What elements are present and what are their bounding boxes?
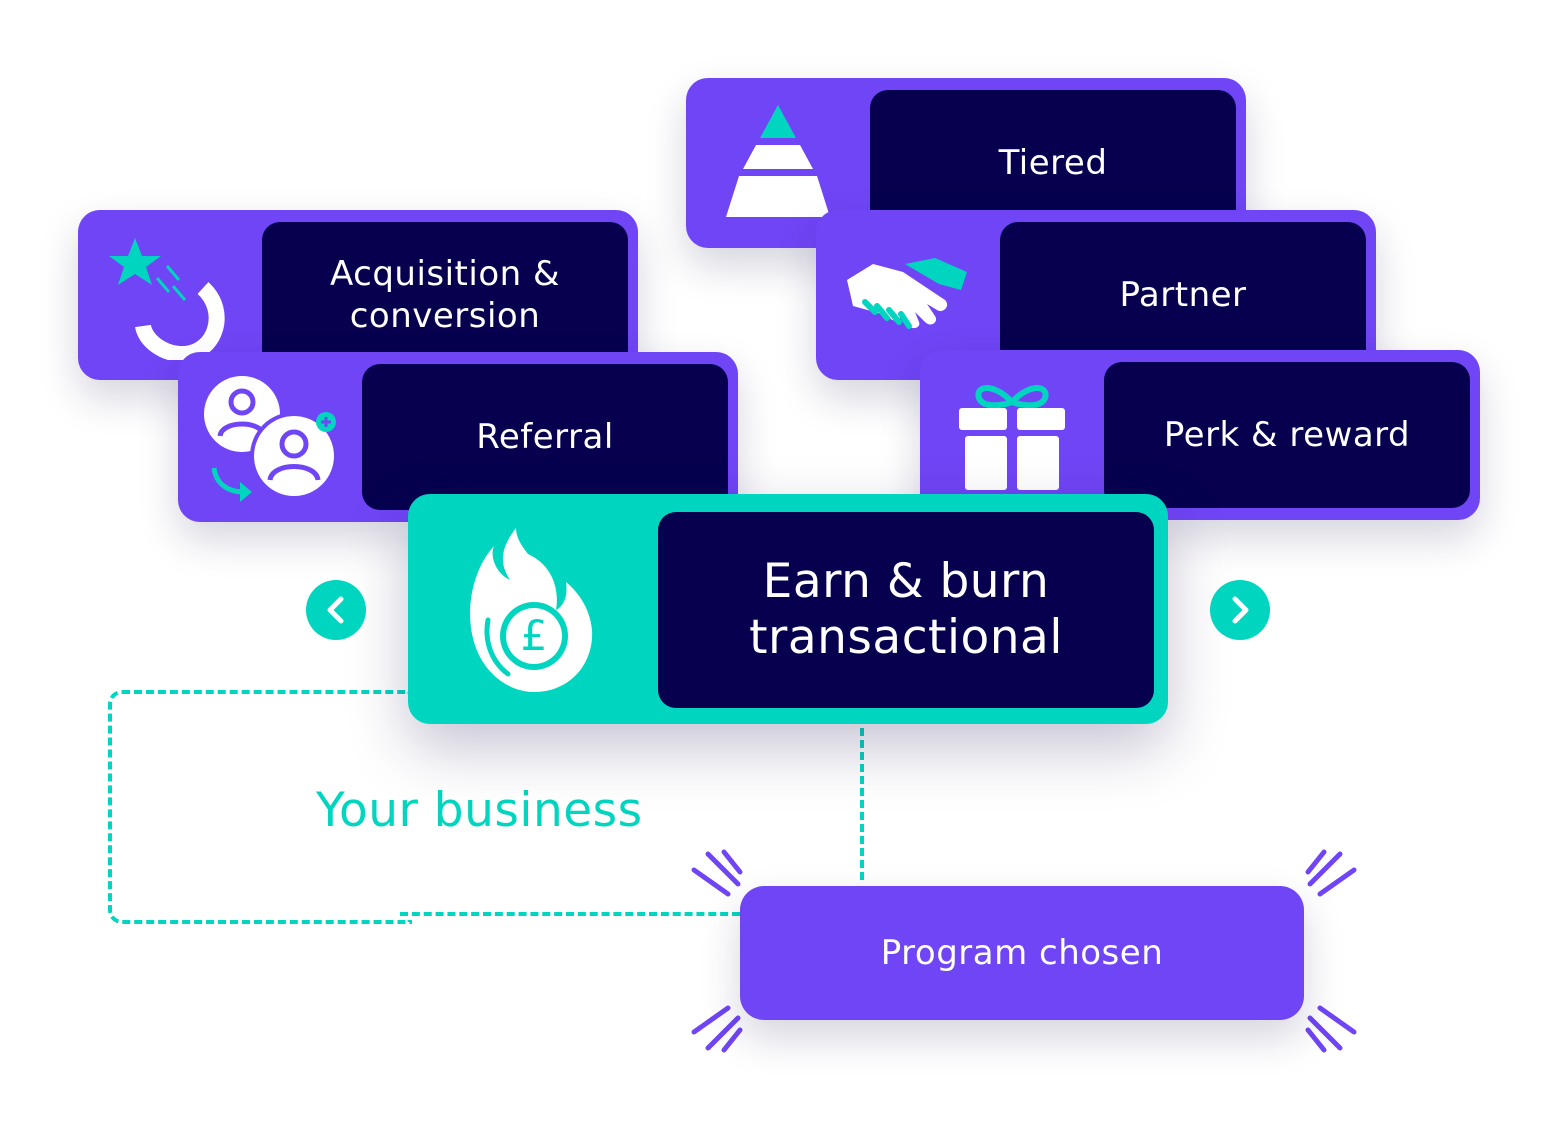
users-referral-icon [178,352,362,522]
program-label-earn-burn: Earn & burn transactional [658,512,1154,708]
program-label-referral: Referral [362,364,728,510]
program-card-acquisition[interactable]: Acquisition & conversion [78,210,638,380]
program-card-earn-burn[interactable]: £ Earn & burn transactional [408,494,1168,724]
connector-business-bottom [400,912,740,916]
program-label-perk: Perk & reward [1104,362,1470,508]
program-card-perk[interactable]: Perk & reward [920,350,1480,520]
spark-top-left-icon [691,849,743,897]
program-label-partner: Partner [1000,222,1366,368]
connector-business-left [108,690,412,924]
business-label: Your business [316,783,643,838]
program-chosen-label: Program chosen [880,933,1164,973]
chevron-right-icon [1232,596,1249,624]
spark-bottom-right-icon [1305,1005,1357,1053]
flame-pound-icon: £ [408,494,654,724]
spark-top-right-icon [1305,849,1357,897]
spark-bottom-left-icon [691,1005,743,1053]
magnet-star-icon [78,210,262,380]
chevron-left-icon [327,596,344,624]
gift-icon [920,350,1104,520]
program-card-partner[interactable]: Partner [816,210,1376,380]
program-chosen-box: Program chosen [740,886,1304,1020]
connector-program-vertical [860,728,864,880]
previous-button[interactable] [306,580,366,640]
next-button[interactable] [1210,580,1270,640]
svg-text:£: £ [521,611,548,660]
handshake-icon [816,210,1000,380]
program-label-acquisition: Acquisition & conversion [262,222,628,368]
pyramid-icon [686,78,870,248]
program-card-referral[interactable]: Referral [178,352,738,522]
